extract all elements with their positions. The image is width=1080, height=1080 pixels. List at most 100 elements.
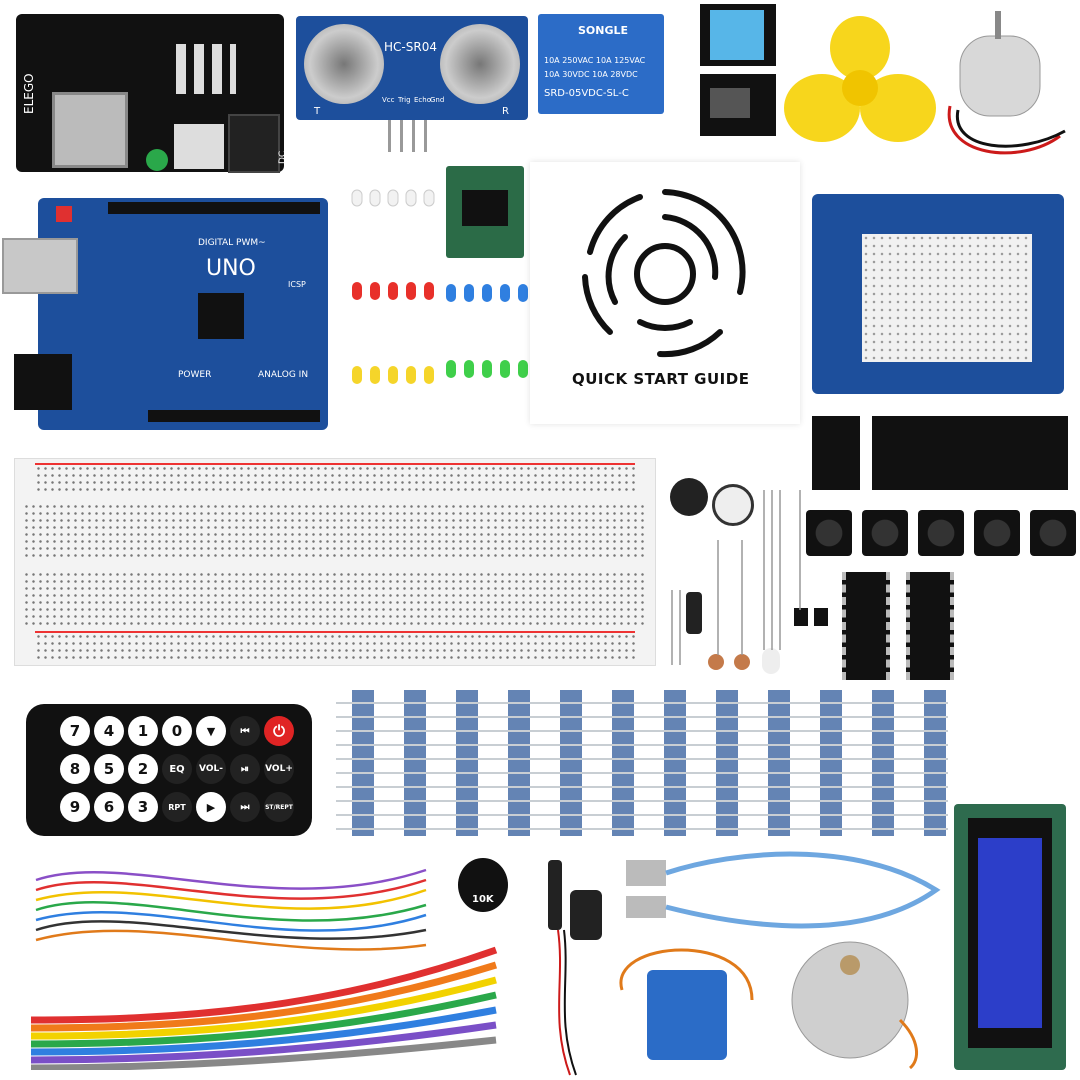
power-led xyxy=(146,149,168,171)
remote-key-prev[interactable]: ⏮ xyxy=(230,716,260,746)
relay-module: SONGLE 10A 250VAC 10A 125VAC 10A 30VDC 1… xyxy=(538,14,664,114)
remote-key-play[interactable]: ▶ xyxy=(196,792,226,822)
lcd-1602-module xyxy=(954,804,1066,1070)
remote-key-8[interactable]: 8 xyxy=(60,754,90,784)
buzzer xyxy=(670,478,708,516)
guide-title: QUICK START GUIDE xyxy=(572,370,750,388)
usb-b-port xyxy=(2,238,78,294)
potentiometer: 10K xyxy=(458,858,508,912)
remote-key-6[interactable]: 6 xyxy=(94,792,124,822)
push-button-2 xyxy=(862,510,908,556)
ultrasonic-label: HC-SR04 xyxy=(384,40,437,54)
fan-propeller xyxy=(784,16,936,142)
relay-brand: SONGLE xyxy=(578,24,629,37)
prototype-shield xyxy=(812,194,1064,394)
resistor-array xyxy=(336,690,948,836)
remote-key-7[interactable]: 7 xyxy=(60,716,90,746)
remote-key-rpt[interactable]: RPT xyxy=(162,792,192,822)
microcontroller-chip xyxy=(198,293,244,339)
module-silk-label: ELEGO xyxy=(22,73,36,114)
ultrasonic-t-label: T xyxy=(314,106,321,117)
ultrasonic-pins xyxy=(388,120,434,152)
solderless-breadboard xyxy=(14,458,656,666)
dc-in-label: DC in xyxy=(278,150,298,164)
push-button-1 xyxy=(806,510,852,556)
servo-motor xyxy=(619,948,754,1060)
lcd-screen xyxy=(978,838,1042,1028)
push-button-4 xyxy=(974,510,1020,556)
potentiometer-label: 10K xyxy=(472,894,494,905)
breadboard-power-module: ELEGO DC in xyxy=(16,14,298,173)
remote-key-down[interactable]: ▼ xyxy=(196,716,226,746)
mini-breadboard xyxy=(862,234,1032,362)
dc-jack xyxy=(228,114,280,173)
rgb-led xyxy=(762,648,780,674)
dc-motor xyxy=(947,11,1066,155)
photoresistor-1 xyxy=(708,654,724,670)
quick-start-guide-card: QUICK START GUIDE xyxy=(530,162,800,424)
transistor-2 xyxy=(814,608,828,626)
remote-key-3[interactable]: 3 xyxy=(128,792,158,822)
terminal-strip-top xyxy=(23,503,647,559)
analog-label: ANALOG IN xyxy=(258,370,309,380)
icsp-label: ICSP xyxy=(288,280,306,289)
remote-key-2[interactable]: 2 xyxy=(128,754,158,784)
usb-cable xyxy=(626,851,941,929)
ultrasonic-r-label: R xyxy=(502,106,509,117)
remote-key-9[interactable]: 9 xyxy=(60,792,90,822)
power-rail-top xyxy=(35,463,635,493)
component-leads xyxy=(671,490,801,665)
ultrasonic-sensor: HC-SR04 T R Vcc Trig Echo Gnd xyxy=(296,16,528,120)
jumper-pins xyxy=(176,44,236,94)
usb-port xyxy=(52,92,128,168)
ultrasonic-transmitter xyxy=(304,24,384,104)
remote-key-4[interactable]: 4 xyxy=(94,716,124,746)
led-green-row xyxy=(446,360,528,378)
led-assortment xyxy=(351,189,528,384)
push-button-3 xyxy=(918,510,964,556)
dc-barrel-jack xyxy=(14,354,72,410)
terminal-strip-bottom xyxy=(23,571,647,627)
ic-chip-2 xyxy=(906,572,954,680)
capacitor xyxy=(686,592,702,634)
relay-spec-line2: 10A 30VDC 10A 28VDC xyxy=(544,70,638,79)
push-button-5 xyxy=(1030,510,1076,556)
stepper-motor xyxy=(791,941,919,1070)
remote-key-5[interactable]: 5 xyxy=(94,754,124,784)
pin-gnd-label: Gnd xyxy=(430,96,445,104)
ultrasonic-receiver xyxy=(440,24,520,104)
jumper-wires-bundle xyxy=(35,868,427,951)
push-buttons-row xyxy=(806,510,1076,560)
driver-board xyxy=(446,166,524,258)
relay-model: SRD-05VDC-SL-C xyxy=(544,88,629,99)
remote-key-power[interactable]: ⏻ xyxy=(264,716,294,746)
remote-key-strept[interactable]: ST/REPT xyxy=(264,792,294,822)
pin-echo-label: Echo xyxy=(414,96,431,104)
digital-label: DIGITAL PWM~ xyxy=(198,238,266,248)
remote-key-vol-down[interactable]: VOL- xyxy=(196,754,226,784)
digital-header xyxy=(108,202,320,214)
seven-segment-single xyxy=(812,416,860,490)
ribbon-jumper-cable xyxy=(30,946,498,1070)
remote-key-play-pause[interactable]: ⏯ xyxy=(230,754,260,784)
passive-buzzer xyxy=(712,484,754,526)
power-rail-bottom xyxy=(35,631,635,661)
remote-key-1[interactable]: 1 xyxy=(128,716,158,746)
led-blue-row xyxy=(446,284,528,302)
power-header xyxy=(148,410,320,422)
relay-spec-line1: 10A 250VAC 10A 125VAC xyxy=(544,56,646,65)
remote-key-next[interactable]: ⏭ xyxy=(230,792,260,822)
remote-key-0[interactable]: 0 xyxy=(162,716,192,746)
battery-clip-9v xyxy=(548,860,602,1076)
led-white-row xyxy=(351,189,435,207)
guide-logo-rings xyxy=(582,189,746,358)
power-switch xyxy=(174,124,224,169)
remote-key-vol-up[interactable]: VOL+ xyxy=(264,754,294,784)
arduino-uno-board: UNO DIGITAL PWM~ POWER ANALOG IN ICSP xyxy=(2,198,328,430)
sensor-module xyxy=(700,74,776,136)
remote-key-eq[interactable]: EQ xyxy=(162,754,192,784)
reset-button xyxy=(56,206,72,222)
photoresistor-2 xyxy=(734,654,750,670)
seven-segment-4digit xyxy=(872,416,1068,490)
pin-vcc-label: Vcc xyxy=(382,96,395,104)
